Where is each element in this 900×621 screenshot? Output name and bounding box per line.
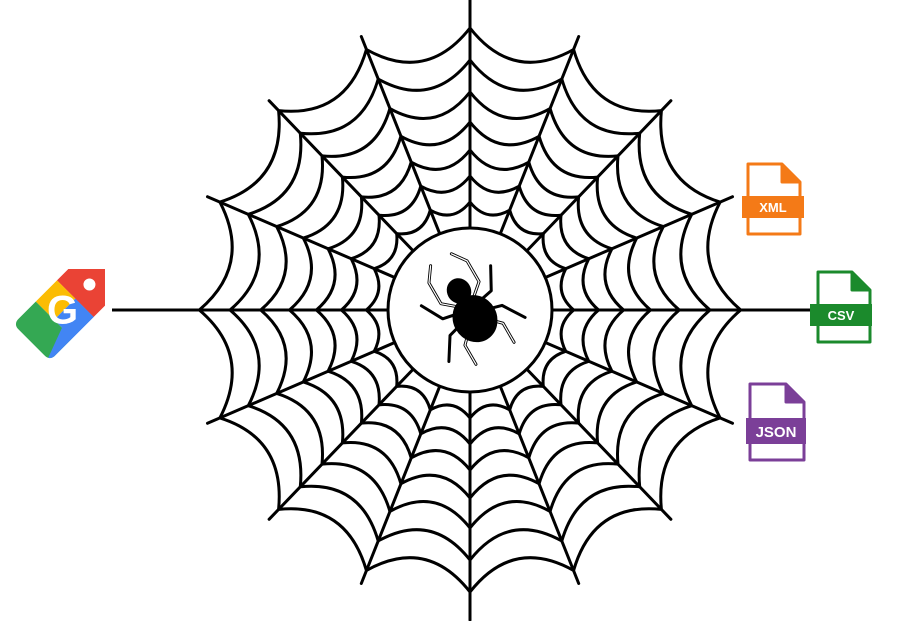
spider-icon (419, 252, 527, 366)
csv-file-icon: CSV (810, 270, 872, 344)
xml-file-icon: XML (742, 162, 804, 236)
google-shopping-tag-icon: G (13, 250, 124, 361)
json-file-label: JSON (756, 424, 797, 441)
google-tag-letter: G (47, 288, 78, 332)
web-ring (364, 200, 576, 420)
spider-web-icon (170, 0, 770, 621)
json-file-icon: JSON (746, 382, 806, 462)
web-ring (339, 174, 601, 446)
web-ring (314, 148, 626, 472)
web-ring (259, 90, 681, 530)
spider-hub (386, 226, 554, 394)
web-ring (228, 58, 712, 562)
web-ring (288, 120, 652, 500)
xml-file-label: XML (759, 200, 787, 215)
web-ring (197, 26, 743, 594)
csv-file-label: CSV (828, 308, 855, 323)
